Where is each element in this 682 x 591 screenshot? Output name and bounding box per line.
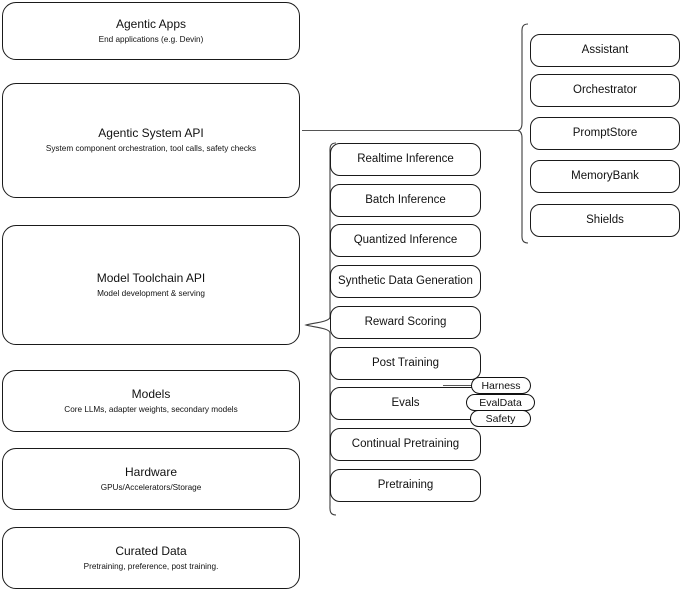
toolchain-item-label: Realtime Inference — [357, 153, 454, 165]
toolchain-item-label: Continual Pretraining — [351, 438, 460, 450]
toolchain-item-realtime-inference[interactable]: Realtime Inference — [330, 143, 481, 176]
system-item-promptstore[interactable]: PromptStore — [530, 117, 680, 150]
layer-title: Agentic Apps — [115, 16, 187, 31]
layer-title: Hardware — [124, 464, 178, 479]
toolchain-item-label: Quantized Inference — [353, 234, 458, 246]
toolchain-item-quantized-inference[interactable]: Quantized Inference — [330, 224, 481, 257]
toolchain-item-continual-pretraining[interactable]: Continual Pretraining — [330, 428, 481, 461]
layer-subtitle: Core LLMs, adapter weights, secondary mo… — [64, 404, 238, 414]
system-item-label: Shields — [586, 214, 624, 226]
eval-capsule-harness[interactable]: Harness — [471, 377, 531, 394]
toolchain-item-reward-scoring[interactable]: Reward Scoring — [330, 306, 481, 339]
layer-title: Curated Data — [115, 543, 187, 558]
layer-hardware[interactable]: Hardware GPUs/Accelerators/Storage — [2, 448, 300, 510]
system-item-memorybank[interactable]: MemoryBank — [530, 160, 680, 193]
toolchain-item-label: Synthetic Data Generation — [338, 275, 473, 287]
toolchain-item-pretraining[interactable]: Pretraining — [330, 469, 481, 502]
layer-subtitle: GPUs/Accelerators/Storage — [100, 482, 202, 492]
system-item-label: MemoryBank — [571, 170, 639, 182]
layer-title: Models — [131, 386, 171, 401]
system-item-label: Orchestrator — [573, 84, 637, 96]
system-item-shields[interactable]: Shields — [530, 204, 680, 237]
eval-capsule-evaldata[interactable]: EvalData — [466, 394, 535, 411]
layer-title: Agentic System API — [98, 126, 204, 140]
toolchain-item-label: Batch Inference — [365, 194, 446, 206]
toolchain-item-label: Pretraining — [377, 479, 434, 491]
toolchain-item-label: Evals — [391, 397, 420, 409]
layer-curated-data[interactable]: Curated Data Pretraining, preference, po… — [2, 527, 300, 589]
system-item-label: PromptStore — [572, 127, 638, 139]
toolchain-item-post-training[interactable]: Post Training — [330, 347, 481, 380]
system-item-label: Assistant — [581, 44, 629, 56]
layer-title: Model Toolchain API — [96, 270, 206, 285]
layer-subtitle: Pretraining, preference, post training. — [83, 561, 219, 571]
layer-agentic-apps[interactable]: Agentic Apps End applications (e.g. Devi… — [2, 2, 300, 60]
brace-system-components — [517, 23, 529, 244]
toolchain-item-evals[interactable]: Evals — [330, 387, 481, 420]
layer-agentic-system-api[interactable]: Agentic System API System component orch… — [2, 83, 300, 198]
layer-model-toolchain-api[interactable]: Model Toolchain API Model development & … — [2, 225, 300, 345]
layer-subtitle: System component orchestration, tool cal… — [45, 144, 257, 153]
eval-capsule-safety[interactable]: Safety — [470, 410, 531, 427]
toolchain-item-label: Reward Scoring — [364, 316, 447, 328]
layer-subtitle: Model development & serving — [97, 288, 205, 298]
toolchain-item-label: Post Training — [371, 357, 440, 369]
layer-models[interactable]: Models Core LLMs, adapter weights, secon… — [2, 370, 300, 432]
system-item-assistant[interactable]: Assistant — [530, 34, 680, 67]
layer-subtitle: End applications (e.g. Devin) — [98, 34, 204, 44]
system-item-orchestrator[interactable]: Orchestrator — [530, 74, 680, 107]
toolchain-item-batch-inference[interactable]: Batch Inference — [330, 184, 481, 217]
toolchain-item-synthetic-data-generation[interactable]: Synthetic Data Generation — [330, 265, 481, 298]
